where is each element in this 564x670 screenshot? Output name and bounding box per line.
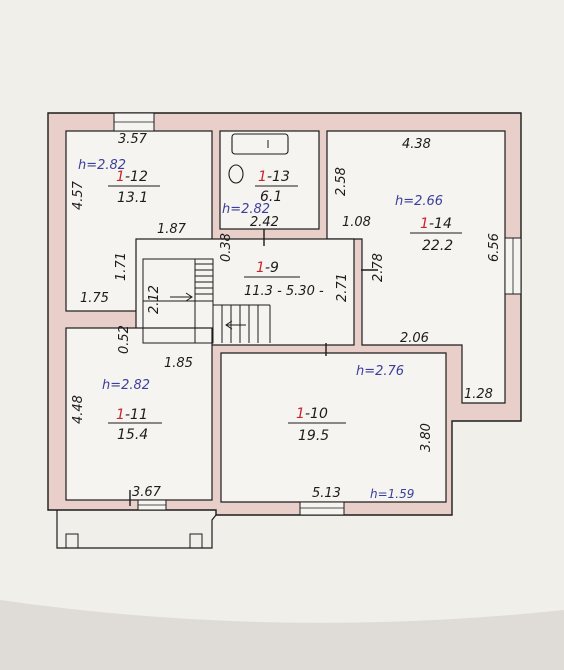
room-9-area: 11.3 - 5.30 - bbox=[244, 284, 324, 299]
room-13-height: h=2.82 bbox=[222, 202, 270, 217]
room-9-prefix: 1 bbox=[256, 260, 265, 276]
room-12-number: -12 bbox=[125, 169, 148, 185]
room-13-area: 6.1 bbox=[260, 189, 282, 205]
room-14-dim-bottom-right: 1.28 bbox=[464, 387, 493, 402]
room-11-floor bbox=[65, 327, 213, 501]
room-12-dim-top: 3.57 bbox=[118, 132, 148, 147]
room-14-height: h=2.66 bbox=[395, 194, 443, 209]
porch-outline bbox=[56, 510, 217, 549]
room-9-dim-right-a: 2.71 bbox=[335, 273, 350, 302]
room-9-dim-top-left: 0.38 bbox=[219, 233, 234, 262]
room-12-prefix: 1 bbox=[116, 169, 125, 185]
room-14-dim-left: 2.58 bbox=[334, 167, 349, 196]
room-11-dim-top: 1.85 bbox=[164, 356, 193, 371]
room-10-prefix: 1 bbox=[296, 406, 305, 422]
paper-shadow bbox=[0, 600, 564, 670]
room-12-height: h=2.82 bbox=[78, 158, 126, 173]
staircase bbox=[142, 258, 271, 344]
porch-step-left bbox=[65, 533, 79, 549]
room-13-prefix: 1 bbox=[258, 169, 267, 185]
room-14-dim-bottom: 2.06 bbox=[400, 331, 429, 346]
room-11-prefix: 1 bbox=[116, 407, 125, 423]
room-10-area: 19.5 bbox=[298, 428, 329, 444]
room-11-number: -11 bbox=[125, 407, 148, 423]
room-11-dim-left: 4.48 bbox=[71, 395, 86, 424]
window-room-10 bbox=[299, 501, 345, 516]
room-9-number: -9 bbox=[265, 260, 279, 276]
room-13-number: -13 bbox=[267, 169, 290, 185]
room-14-dim-inner: 1.08 bbox=[342, 215, 371, 230]
room-13-dim-bottom: 2.42 bbox=[250, 215, 279, 230]
room-12-dim-bottom: 1.75 bbox=[80, 291, 109, 306]
room-9-dim-stair: 2.12 bbox=[147, 285, 162, 314]
room-10-height: h=2.76 bbox=[356, 364, 404, 379]
room-11-height: h=2.82 bbox=[102, 378, 150, 393]
room-10-number: -10 bbox=[305, 406, 328, 422]
room-10-dim-right: 3.80 bbox=[419, 423, 434, 452]
room-14-dim-top: 4.38 bbox=[402, 137, 431, 152]
room-11-dim-bottom: 3.67 bbox=[132, 485, 162, 500]
room-10-dim-bottom: 5.13 bbox=[312, 486, 341, 501]
room-14-area: 22.2 bbox=[422, 238, 453, 254]
room-12-dim-right: 1.87 bbox=[157, 222, 187, 237]
room-12-dim-left: 4.57 bbox=[71, 180, 86, 210]
porch-step-right bbox=[189, 533, 203, 549]
room-10-floor bbox=[220, 352, 447, 503]
room-14-prefix: 1 bbox=[420, 216, 429, 232]
room-12-area: 13.1 bbox=[117, 190, 148, 206]
room-13-floor bbox=[219, 130, 320, 230]
room-14-dim-right: 6.56 bbox=[487, 233, 502, 262]
room-11-dim-side: 0.52 bbox=[117, 325, 132, 354]
room-12-dim-side: 1.71 bbox=[114, 252, 129, 281]
room-11-area: 15.4 bbox=[117, 427, 148, 443]
room-14-number: -14 bbox=[429, 216, 452, 232]
room-10-sill-height: h=1.59 bbox=[370, 487, 414, 501]
toilet-icon bbox=[228, 164, 244, 184]
room-9-dim-right-b: 2.78 bbox=[371, 253, 386, 282]
bathtub-icon bbox=[231, 133, 289, 155]
room-9-floor bbox=[135, 238, 355, 346]
